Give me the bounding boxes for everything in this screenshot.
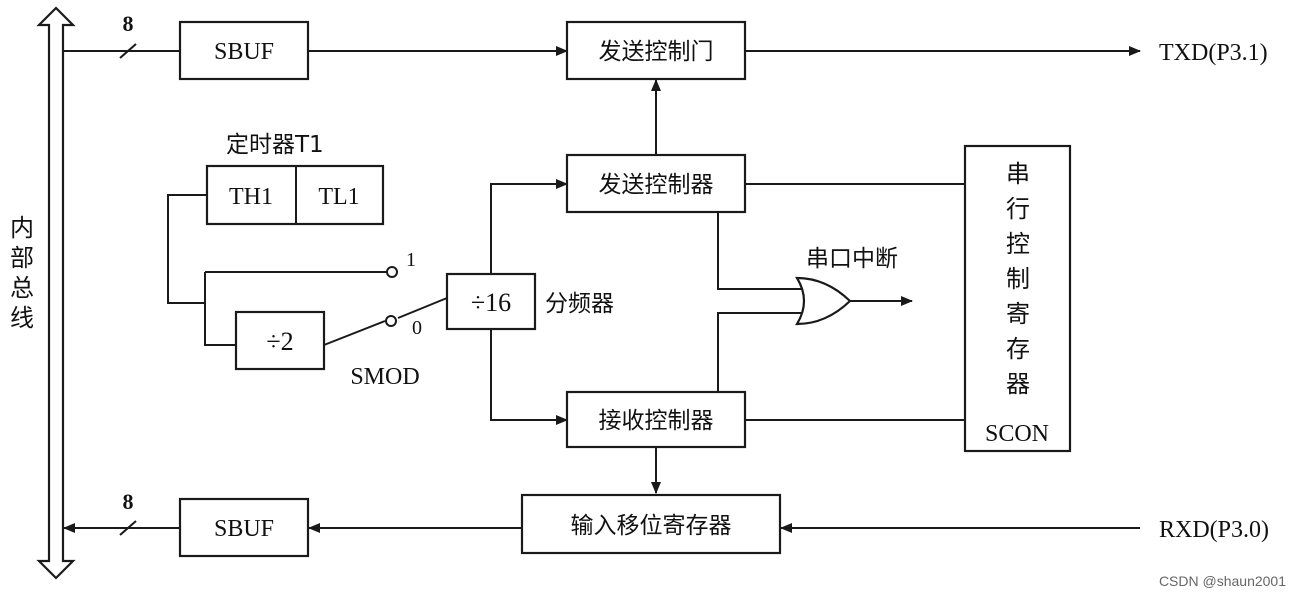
rxd-pin-label: RXD(P3.0)	[1159, 517, 1269, 543]
serial-interrupt-label: 串口中断	[806, 246, 898, 272]
div16-label: ÷16	[471, 288, 511, 317]
divider-label: 分频器	[545, 291, 614, 317]
bus-width-label-rx: 8	[123, 489, 134, 514]
shift-register-label: 输入移位寄存器	[571, 513, 732, 539]
switch-0-label: 0	[412, 317, 422, 339]
timer-output-line	[167, 194, 207, 304]
switch-contact-0	[385, 315, 397, 327]
div16-to-rx-controller-arrow	[490, 329, 568, 425]
tx-gate-label: 发送控制门	[599, 39, 714, 65]
tx-gate-box	[565, 20, 747, 81]
bus-label-char: 总	[10, 274, 34, 302]
tx-controller-box	[565, 153, 747, 214]
rx-interrupt-line	[717, 312, 803, 392]
scon-char: 串	[1006, 160, 1030, 188]
scon-char: 器	[1006, 370, 1030, 398]
timer-split-line	[204, 272, 236, 346]
scon-char: 寄	[1006, 300, 1030, 328]
sbuf-tx-label: SBUF	[214, 39, 274, 65]
rx-controller-label: 接收控制器	[599, 408, 714, 434]
scon-box	[963, 144, 1072, 453]
scon-char: 存	[1006, 335, 1030, 363]
internal-bus-arrow	[36, 6, 76, 580]
bus-width-tick-rx	[119, 520, 137, 536]
div16-box	[445, 272, 537, 331]
sbuf-rx-box	[178, 497, 310, 558]
scon-vertical-label: 串 行 控 制 寄 存 器	[1006, 160, 1030, 398]
bus-width-tick-tx	[119, 43, 137, 59]
csdn-watermark: CSDN @shaun2001	[1159, 573, 1286, 589]
smod-label: SMOD	[350, 364, 419, 390]
scon-label: SCON	[985, 421, 1049, 447]
switch-contact-1	[386, 266, 398, 278]
bus-label-char: 内	[10, 214, 34, 242]
tx-controller-label: 发送控制器	[599, 172, 714, 198]
tl1-label: TL1	[318, 184, 359, 210]
switch-path-0	[323, 320, 386, 346]
or-gate-symbol	[795, 276, 852, 326]
scon-char: 制	[1006, 265, 1030, 293]
switch-1-label: 1	[406, 249, 416, 271]
div16-to-tx-controller-arrow	[490, 179, 568, 274]
bus-width-label-tx: 8	[123, 11, 134, 36]
internal-bus-label: 内 部 总 线	[10, 214, 34, 332]
tx-interrupt-line	[717, 212, 803, 290]
timer-title: 定时器T1	[226, 132, 324, 158]
sbuf-rx-label: SBUF	[214, 516, 274, 542]
div2-label: ÷2	[266, 327, 293, 356]
scon-char: 控	[1006, 230, 1030, 258]
div2-box	[234, 310, 326, 371]
txd-pin-label: TXD(P3.1)	[1159, 40, 1268, 66]
scon-char: 行	[1006, 195, 1030, 223]
switch-blade	[397, 297, 448, 319]
bus-label-char: 线	[10, 304, 34, 332]
rx-controller-box	[565, 390, 747, 449]
bus-label-char: 部	[10, 244, 34, 272]
th1-label: TH1	[229, 184, 273, 210]
